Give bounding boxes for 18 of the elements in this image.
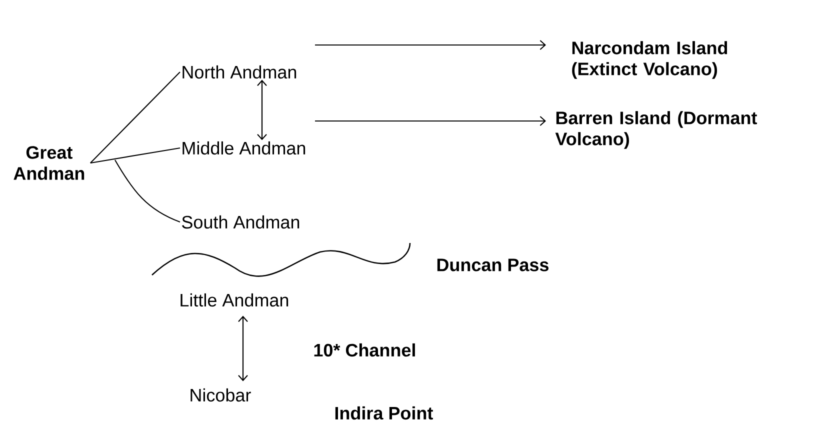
arrow — [257, 80, 267, 140]
place-name: Nicobar — [190, 388, 251, 402]
place-name: Middle Andman — [182, 141, 306, 155]
place-name: Barren Island (Dormant Volcano) — [555, 111, 757, 149]
region-label: 10* Channel — [314, 343, 415, 357]
place-name: Narcondam Island (Extinct Volcano) — [572, 41, 728, 79]
place-name: Great Andman — [14, 146, 84, 180]
region-label: Indira Point — [335, 406, 433, 420]
place-name: Little Andman — [180, 293, 288, 307]
arrow — [315, 116, 546, 126]
connector-line — [90, 147, 180, 164]
place-name: North Andman — [182, 65, 296, 79]
arrow — [238, 316, 248, 382]
place-name: South Andman — [182, 215, 300, 229]
connector-line — [114, 160, 180, 223]
region-label: Duncan Pass — [437, 258, 548, 272]
arrow — [315, 40, 546, 50]
connector-line — [90, 72, 180, 164]
